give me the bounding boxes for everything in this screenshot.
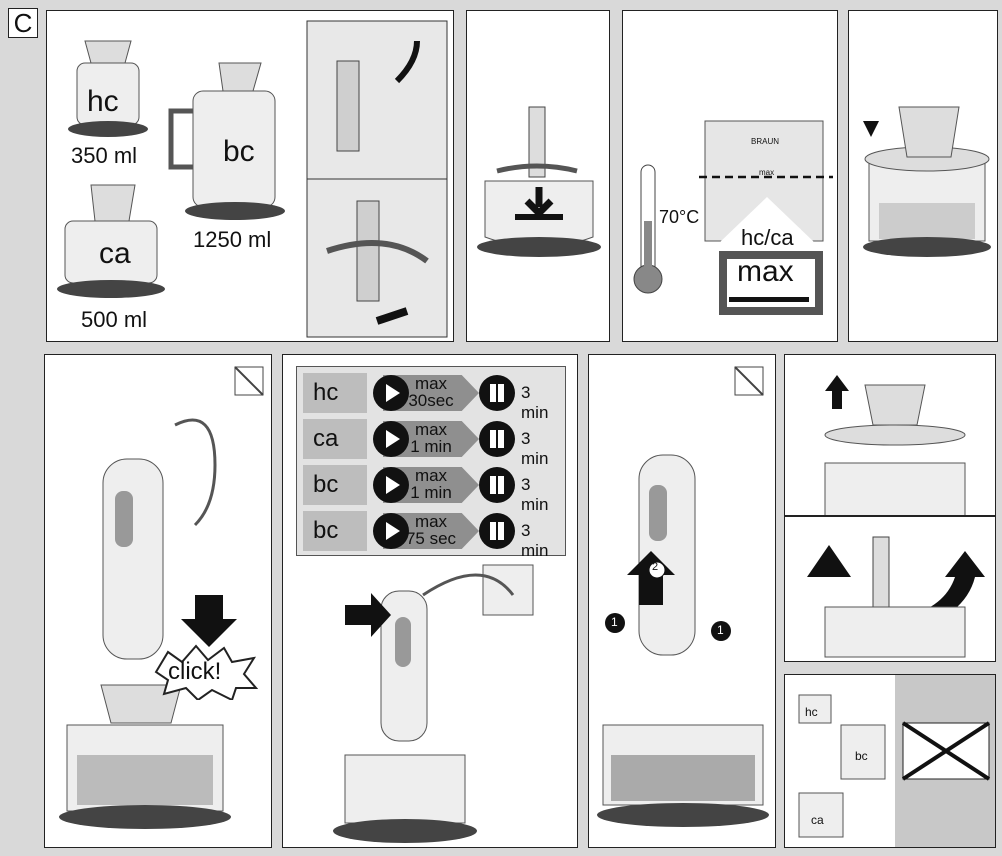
row-attachment: hc xyxy=(303,373,367,413)
play-icon xyxy=(373,421,409,457)
place-lid-illustration xyxy=(863,106,991,257)
max-fill-illustration xyxy=(633,120,833,315)
play-icon xyxy=(373,467,409,503)
ca-small-label: ca xyxy=(811,813,824,827)
attach-motor-illustration xyxy=(59,366,264,829)
pause-icon xyxy=(479,467,515,503)
temperature-label: 70°C xyxy=(659,207,700,227)
remove-lid-illustration xyxy=(824,375,966,515)
hc-small-label: hc xyxy=(805,705,818,719)
remove-blade-panel xyxy=(784,516,996,662)
row-rest: 3 min xyxy=(521,383,549,422)
ca-label: ca xyxy=(99,237,131,270)
section-label: C xyxy=(8,8,38,38)
hc-volume: 350 ml xyxy=(71,143,138,168)
row-attachment: bc xyxy=(303,465,367,505)
no-microwave-panel: hc bc ca xyxy=(784,674,996,848)
pause-icon xyxy=(479,421,515,457)
detach-motor-panel: 2 1 1 xyxy=(588,354,776,848)
insert-blade-illustration xyxy=(477,106,601,257)
attachments-panel: hc 350 ml bc 1250 ml ca 500 ml xyxy=(46,10,454,342)
click-text: click! xyxy=(168,658,222,685)
row-attachment: ca xyxy=(303,419,367,459)
bc-label: bc xyxy=(223,135,255,168)
attachments-illustration xyxy=(57,20,448,338)
bc-volume: 1250 ml xyxy=(193,227,272,252)
row-rest: 3 min xyxy=(521,475,549,514)
bc-small-label: bc xyxy=(855,749,868,763)
step-two-number: 2 xyxy=(652,561,659,573)
step-one-number-right: 1 xyxy=(717,623,724,637)
click-burst-shape xyxy=(154,644,258,700)
row-rest: 3 min xyxy=(521,521,549,560)
play-icon xyxy=(373,513,409,549)
row-rest: 3 min xyxy=(521,429,549,468)
row-attachment: bc xyxy=(303,511,367,551)
click-burst: click! xyxy=(152,644,258,700)
remove-lid-panel xyxy=(784,354,996,516)
insert-blade-panel xyxy=(466,10,610,342)
play-icon xyxy=(373,375,409,411)
bowl-max-text: max xyxy=(759,168,775,177)
detach-motor-illustration xyxy=(597,366,769,827)
brand-text: BRAUN xyxy=(751,137,780,146)
attach-motor-panel xyxy=(44,354,272,848)
pause-icon xyxy=(479,375,515,411)
ca-volume: 500 ml xyxy=(81,307,148,332)
max-label: max xyxy=(737,255,794,288)
step-one-number-left: 1 xyxy=(611,615,618,629)
attachments-label: hc/ca xyxy=(731,225,804,251)
place-lid-panel xyxy=(848,10,998,342)
remove-blade-illustration xyxy=(807,536,985,658)
no-microwave-illustration xyxy=(798,675,995,847)
max-fill-panel: 70°C BRAUN max hc/ca max xyxy=(622,10,838,342)
pause-icon xyxy=(479,513,515,549)
hc-label: hc xyxy=(87,85,119,118)
max-underline xyxy=(729,297,809,302)
operating-illustration xyxy=(333,564,534,843)
